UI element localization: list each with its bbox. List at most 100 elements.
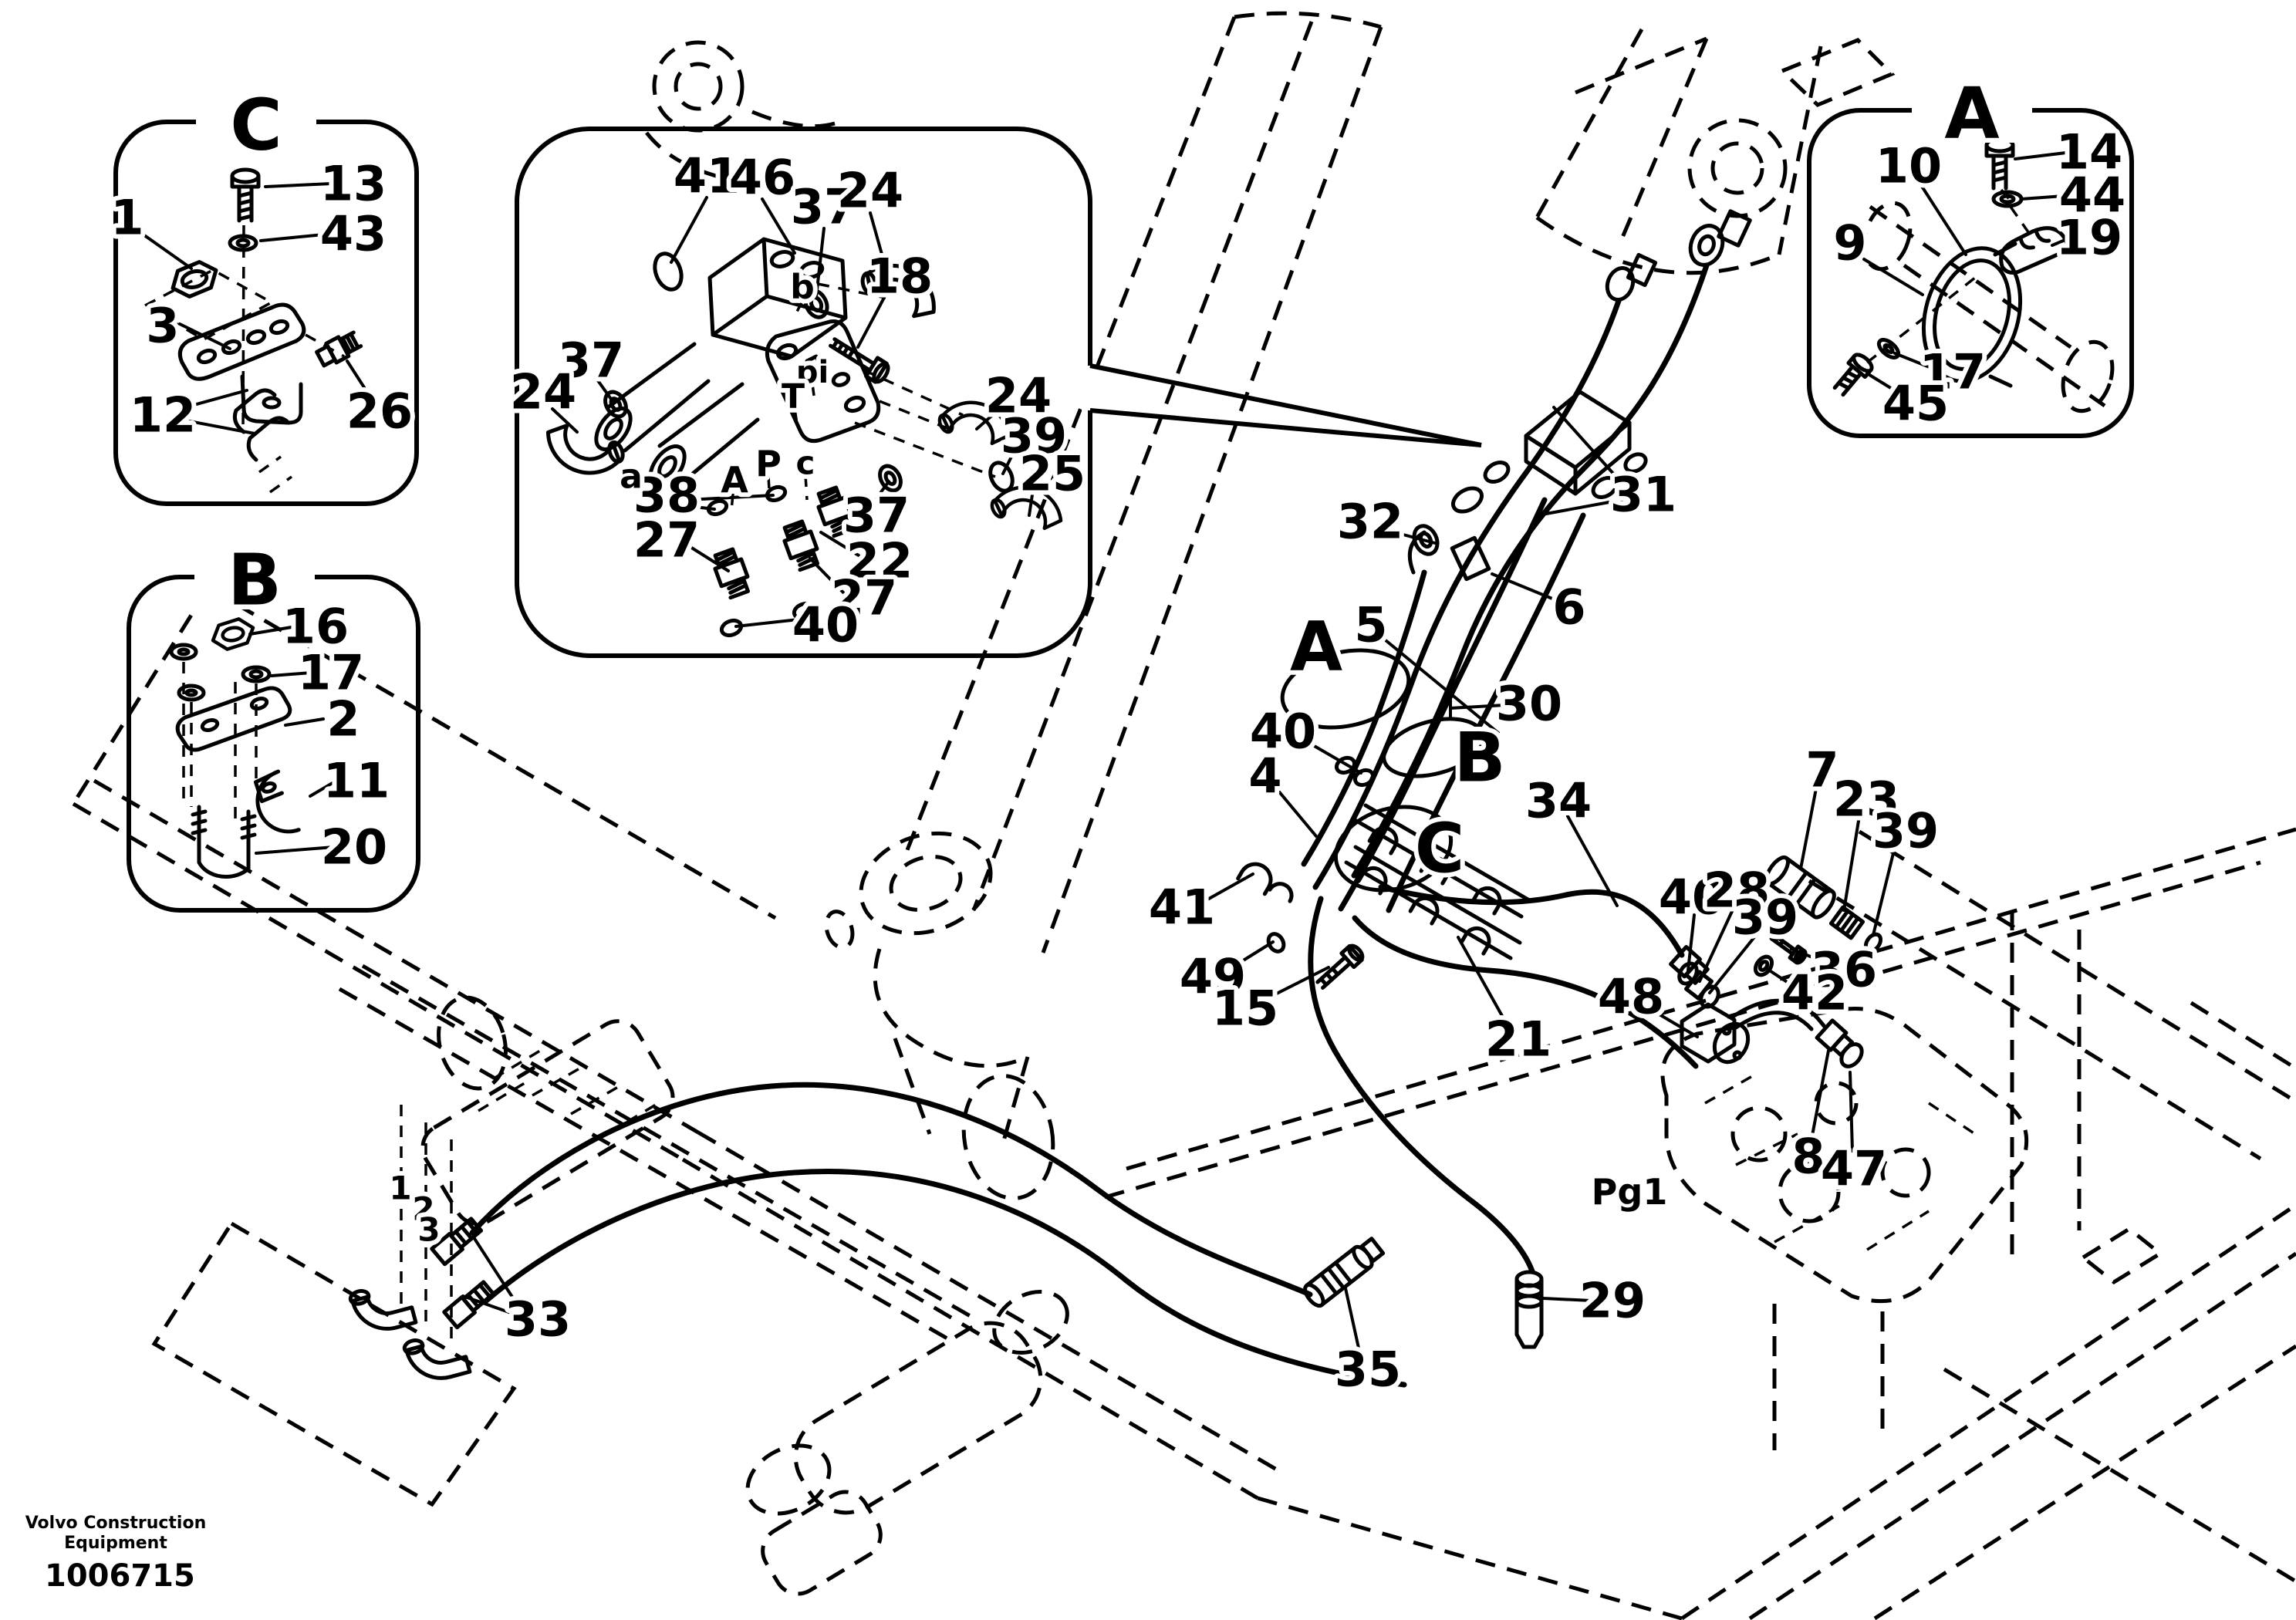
bubble-pointer-line: [1089, 363, 1482, 447]
callout-label-A: A: [721, 459, 748, 501]
leader-line: [1767, 968, 1797, 989]
drain-plug-and-coupler: [348, 1217, 1544, 1380]
leader-line: [178, 322, 231, 350]
callout-label-24: 24: [985, 368, 1052, 424]
leader-line: [284, 717, 325, 727]
callout-label-37: 37: [843, 488, 910, 544]
leader-line: [309, 779, 338, 798]
callout-label-39: 39: [1732, 889, 1798, 946]
callout-label-26: 26: [346, 383, 413, 440]
leader-line: [1687, 913, 1696, 972]
leader-line: [184, 389, 248, 409]
detail-c-parts: [142, 167, 363, 494]
brand-line1: Volvo Construction: [25, 1514, 207, 1533]
callout-label-9: 9: [1833, 215, 1866, 272]
leader-line: [264, 182, 333, 188]
callout-label-46: 46: [729, 150, 795, 206]
callout-label-21: 21: [1485, 1011, 1551, 1068]
leader-line: [1028, 483, 1035, 517]
callout-label-30: 30: [1496, 676, 1562, 732]
callout-label-42: 42: [1781, 965, 1848, 1021]
section-frames: CBA: [113, 68, 2134, 913]
leader-line: [761, 197, 796, 255]
leader-line: [1790, 947, 1825, 964]
leader-line: [1457, 936, 1507, 1023]
leader-line: [1866, 372, 1901, 395]
callout-label-28: 28: [1703, 862, 1770, 919]
callout-label-35: 35: [1335, 1342, 1401, 1398]
leader-line: [259, 232, 333, 242]
leader-line: [551, 407, 579, 434]
callout-label-24: 24: [510, 364, 576, 420]
callout-label-15: 15: [1212, 980, 1278, 1037]
clamp-11: [253, 769, 301, 834]
leader-line: [2051, 236, 2072, 247]
callout-label-2: 2: [412, 1190, 434, 1228]
reference-ellipse: [1382, 717, 1485, 778]
leader-line: [2020, 194, 2075, 201]
callout-label-31: 31: [1610, 467, 1676, 523]
leader-line: [1449, 704, 1506, 710]
bubble-pointer-line: [1089, 408, 1482, 447]
callout-label-37: 37: [791, 179, 857, 235]
leader-line: [255, 845, 336, 855]
leader-line: [1920, 184, 1967, 256]
detail-frame-letter: B: [228, 539, 282, 622]
callout-label-44: 44: [2059, 167, 2125, 224]
callout-label-b: b: [790, 268, 815, 307]
callout-label-34: 34: [1525, 773, 1592, 829]
callout-label-7: 7: [1805, 742, 1838, 798]
leader-line: [734, 617, 807, 628]
leader-line: [1708, 933, 1758, 994]
leader-line: [184, 419, 256, 435]
callout-label-36: 36: [1811, 942, 1877, 998]
leader-line: [137, 230, 193, 270]
hydraulic-pump-hidden: [1660, 1007, 2029, 1450]
callout-label-43: 43: [320, 206, 387, 262]
callout-label-c: c: [796, 444, 815, 482]
callout-label-pi: pi: [796, 355, 829, 390]
leader-line: [1698, 906, 1735, 983]
leader-line: [869, 211, 893, 292]
leader-line: [804, 610, 816, 614]
callout-label-48: 48: [1598, 969, 1664, 1025]
callout-label-2: 2: [326, 691, 360, 748]
reference-ellipse: [1280, 648, 1411, 730]
pilot-valve-hidden: [400, 1019, 675, 1344]
callout-label-C: C: [1415, 809, 1465, 889]
detail-b-parts: [169, 617, 301, 879]
leader-line: [809, 557, 845, 594]
callout-label-49: 49: [1180, 949, 1246, 1005]
callout-label-8: 8: [1791, 1129, 1825, 1185]
leader-line: [1566, 815, 1619, 907]
callout-label-39: 39: [1872, 803, 1939, 859]
callout-label-23: 23: [1833, 771, 1899, 828]
valve-mount-assembly: [1407, 209, 1752, 582]
callout-label-39: 39: [1001, 408, 1067, 464]
pump-connections: [1669, 855, 1883, 1068]
leader-line: [875, 480, 890, 500]
callout-label-A: A: [1290, 607, 1342, 687]
leader-line: [1263, 966, 1330, 1001]
callout-label-T: T: [782, 377, 805, 417]
leader-line: [1387, 529, 1437, 545]
leader-line: [472, 1236, 519, 1307]
callout-label-22: 22: [846, 533, 913, 589]
callout-label-12: 12: [130, 387, 196, 444]
callout-label-38: 38: [633, 467, 700, 524]
callout-label-37: 37: [558, 332, 624, 389]
leader-line: [1541, 1297, 1593, 1302]
leader-line: [685, 543, 730, 572]
leader-line: [1552, 406, 1623, 484]
callout-label-a: a: [620, 457, 643, 497]
leader-line: [1231, 940, 1275, 969]
leader-line: [1200, 872, 1254, 904]
bolt-13: [230, 167, 261, 223]
callout-label-5: 5: [1354, 597, 1387, 653]
callout-label-19: 19: [2056, 210, 2122, 266]
leader-line: [1810, 1049, 1830, 1141]
callout-label-B: B: [1454, 718, 1505, 798]
callout-label-11: 11: [323, 753, 390, 809]
callout-label-24: 24: [837, 163, 903, 219]
leader-line: [1545, 498, 1623, 515]
